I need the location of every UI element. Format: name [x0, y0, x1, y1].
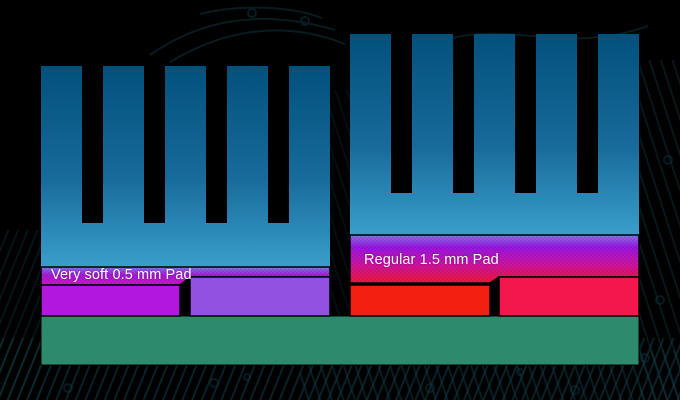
left-tall-component [189, 276, 331, 317]
soft-pad-texture [41, 267, 330, 285]
regular-pad-texture [350, 235, 639, 283]
pcb-board [40, 315, 640, 366]
right-tall-component [498, 276, 640, 317]
left-heatsink [41, 66, 330, 267]
right-short-component [349, 284, 491, 317]
left-short-component [40, 284, 181, 317]
right-heatsink [350, 34, 639, 235]
